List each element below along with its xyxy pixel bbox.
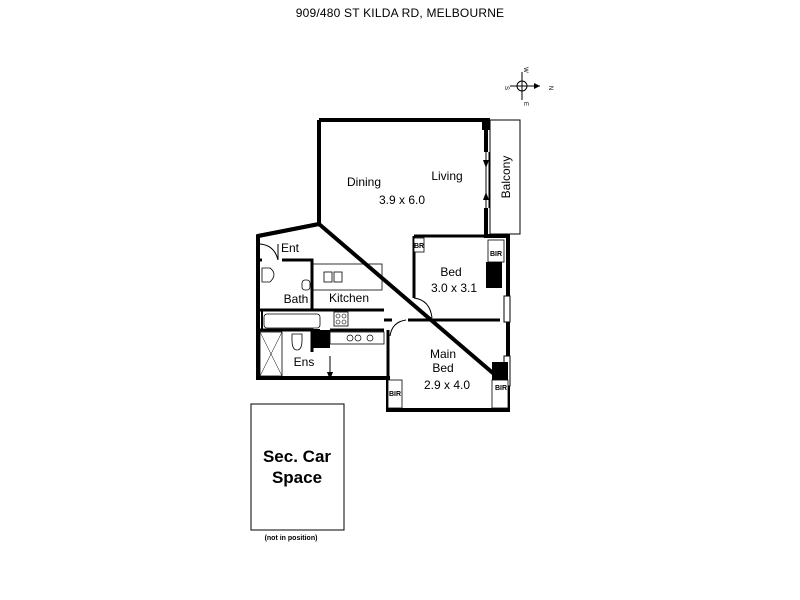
label-kitchen: Kitchen xyxy=(329,291,369,305)
label-living-dims: 3.9 x 6.0 xyxy=(379,193,425,207)
door-arrow-icon xyxy=(483,192,489,200)
label-bed: Bed xyxy=(440,265,461,279)
basin-icon xyxy=(366,334,374,342)
outer-wall-left xyxy=(257,120,321,238)
cooktop-icon xyxy=(333,311,349,327)
label-robe: BR xyxy=(414,243,424,250)
robe xyxy=(413,237,425,253)
robe xyxy=(491,379,509,409)
basin-icon xyxy=(301,279,311,291)
label-dining: Dining xyxy=(347,175,381,189)
plan-title: 909/480 ST KILDA RD, MELBOURNE xyxy=(295,6,505,20)
robe xyxy=(487,239,505,263)
bathtub-icon xyxy=(263,313,321,329)
label-bath: Bath xyxy=(284,292,309,306)
main-bed-door-swing xyxy=(389,319,407,337)
ensuite-wall xyxy=(258,328,314,352)
column xyxy=(486,262,502,288)
door-arrow-icon xyxy=(483,160,489,168)
compass-n: N xyxy=(547,86,553,90)
bath-bottom-wall xyxy=(261,310,320,331)
label-bed-dims: 3.0 x 3.1 xyxy=(431,281,477,295)
label-main-bed-2: Bed xyxy=(432,361,453,375)
car-space-line2: Space xyxy=(272,468,322,487)
sink-icon xyxy=(323,271,333,283)
label-robe: BIR xyxy=(490,251,502,258)
bath-wall xyxy=(258,258,314,310)
shower-icon xyxy=(259,331,283,377)
label-ensuite: Ens xyxy=(294,355,315,369)
basin-icon xyxy=(354,334,362,342)
car-space-box xyxy=(250,403,345,531)
sink-icon xyxy=(333,271,343,283)
entry-door-swing xyxy=(257,243,279,261)
bed-door-swing xyxy=(413,297,433,319)
column xyxy=(482,118,490,130)
label-living: Living xyxy=(431,169,462,183)
column xyxy=(492,362,508,380)
shower-cross xyxy=(259,331,283,377)
kitchen-bench xyxy=(311,263,383,291)
compass-e: E xyxy=(522,102,528,106)
burner-icon xyxy=(335,313,341,319)
burner-icon xyxy=(341,313,347,319)
car-space-note: (not in position) xyxy=(265,535,318,542)
car-space-line1: Sec. Car xyxy=(263,447,331,466)
window xyxy=(503,295,511,323)
compass-s: S xyxy=(503,86,509,90)
basin-icon xyxy=(346,334,354,342)
burner-icon xyxy=(341,319,347,325)
toilet-icon xyxy=(261,267,275,283)
compass-w: W xyxy=(522,67,528,73)
robe xyxy=(387,379,403,409)
door-arrow-icon xyxy=(327,372,333,380)
burner-icon xyxy=(335,319,341,325)
compass-icon xyxy=(510,72,540,100)
column xyxy=(312,330,330,348)
label-robe: BIR xyxy=(389,391,401,398)
toilet-icon xyxy=(291,333,303,351)
label-balcony: Balcony xyxy=(499,156,513,199)
label-entry: Ent xyxy=(281,241,300,255)
label-main-bed-1: Main xyxy=(430,347,456,361)
vanity-bench xyxy=(329,331,385,345)
label-main-bed-dims: 2.9 x 4.0 xyxy=(424,378,470,392)
label-robe: BIR xyxy=(495,385,507,392)
